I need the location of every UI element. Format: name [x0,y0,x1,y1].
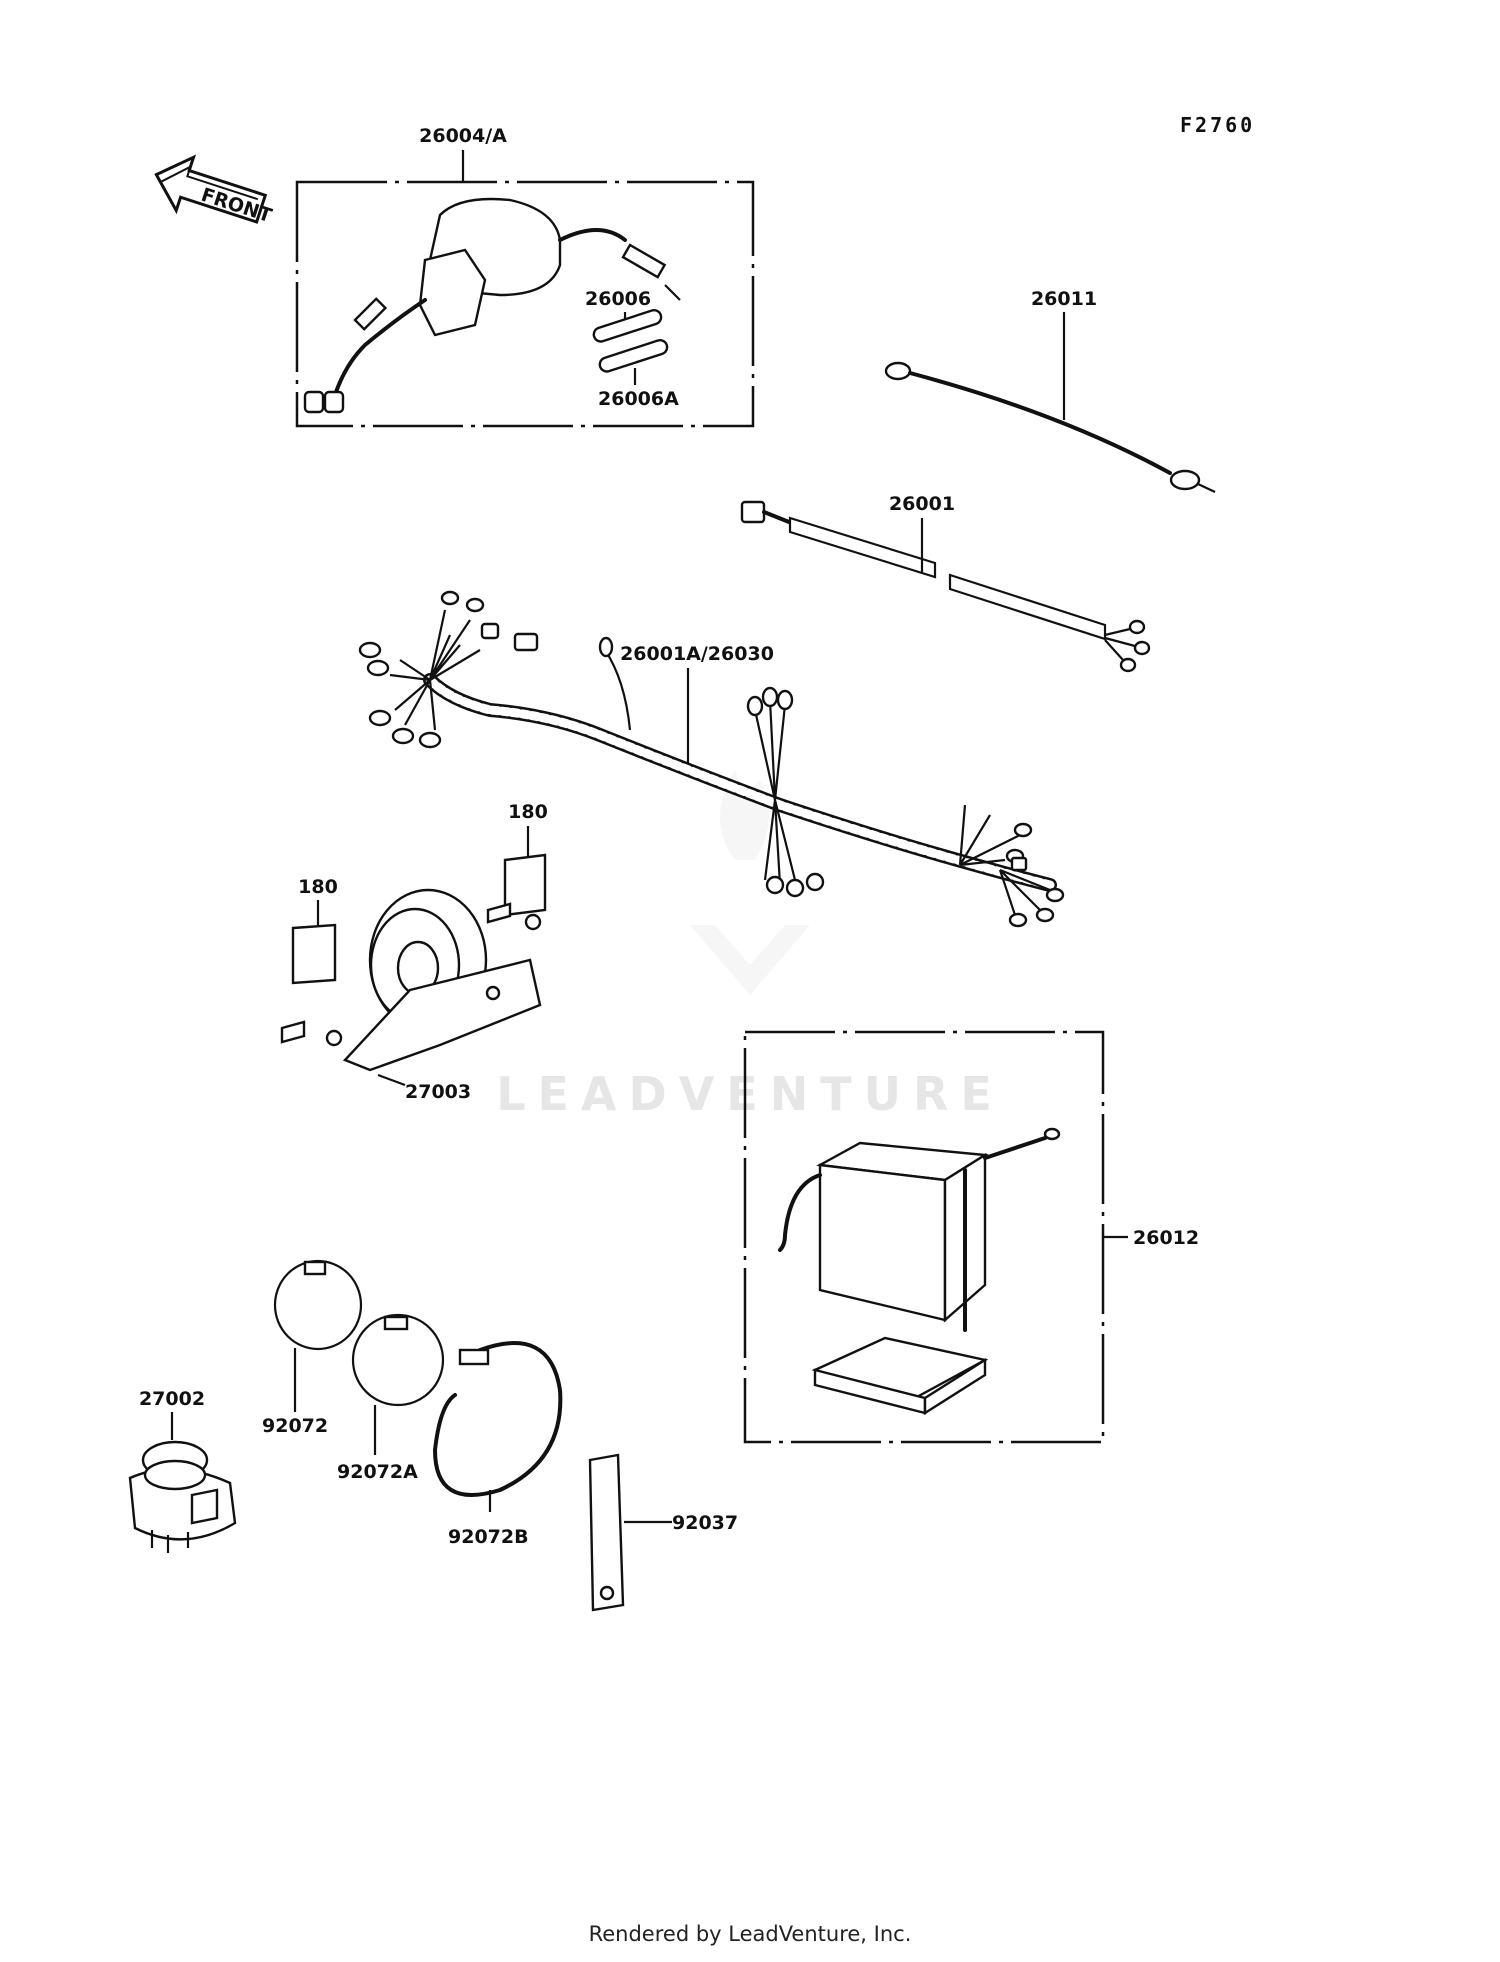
label-180-right: 180 [508,801,548,823]
band-92072b [432,1341,563,1497]
ground-wire-26011 [884,361,1216,493]
main-harness-26001a [358,590,1065,928]
label-26006a: 26006A [598,388,679,410]
band-92072 [273,1259,363,1351]
label-180-left: 180 [298,876,338,898]
watermark-text: LEADVENTURE [496,1067,1004,1121]
band-92072a [351,1313,445,1407]
label-27003: 27003 [405,1081,471,1103]
diagram-code: F2760 [1180,113,1255,137]
label-26012: 26012 [1133,1227,1199,1249]
label-26001a: 26001A/26030 [620,643,774,665]
label-26006: 26006 [585,288,651,310]
label-26011: 26011 [1031,288,1097,310]
horn-switch-27002 [128,1440,237,1553]
footer-credit: Rendered by LeadVenture, Inc. [588,1922,912,1946]
cdi-unit-box [295,180,755,428]
battery-26012 [778,1127,1061,1416]
fuse-26006 [592,308,669,373]
label-92072a: 92072A [337,1461,418,1483]
label-92037: 92037 [672,1512,738,1534]
label-26001: 26001 [889,493,955,515]
label-26004: 26004/A [419,125,507,147]
horn-assembly [280,853,547,1072]
label-27002: 27002 [139,1388,205,1410]
front-arrow-icon [154,154,268,224]
cdi-unit [303,197,681,414]
label-92072b: 92072B [448,1526,529,1548]
bracket-92037 [588,1453,625,1612]
wire-26001 [740,500,1151,673]
label-92072: 92072 [262,1415,328,1437]
